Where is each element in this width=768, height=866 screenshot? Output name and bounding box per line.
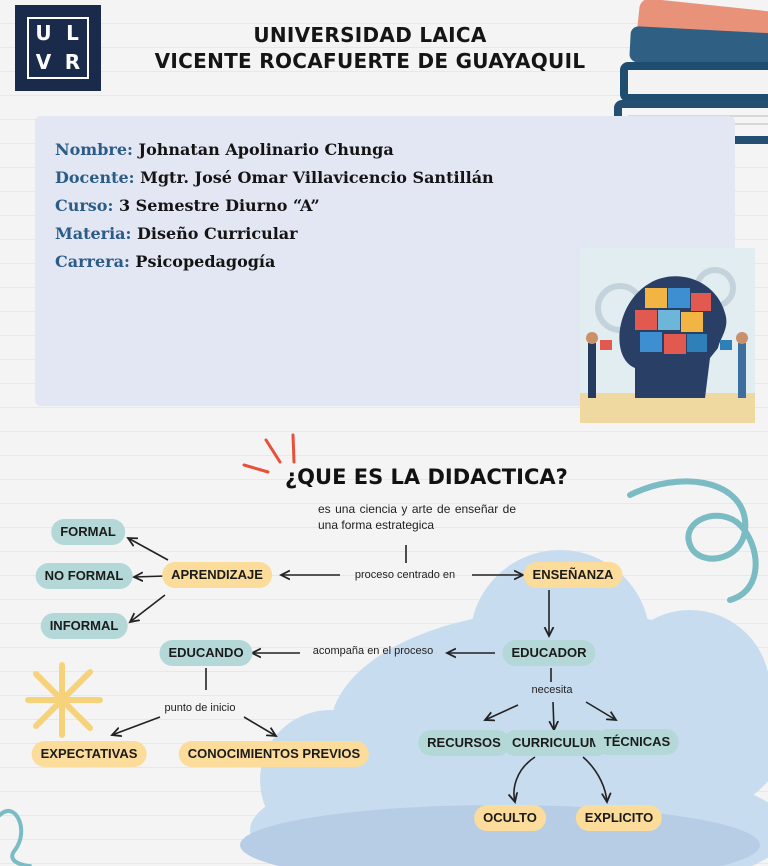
node-recursos: RECURSOS (418, 730, 510, 756)
node-informal: INFORMAL (40, 613, 128, 639)
diagram-title: ¿QUE ES LA DIDACTICA? (285, 465, 568, 489)
definition-text: es una ciencia y arte de enseñar de una … (318, 502, 516, 532)
logo-letter: V (35, 50, 52, 74)
logo-letter: R (64, 50, 81, 74)
accent-marks (242, 433, 296, 474)
node-explicito: EXPLICITO (575, 805, 663, 831)
link-label-proceso: proceso centrado en (354, 569, 456, 581)
node-tecnicas: TÉCNICAS (594, 729, 680, 755)
info-value: Diseño Curricular (137, 224, 298, 243)
logo-letter: L (66, 21, 79, 45)
link-label-acompana: acompaña en el proceso (312, 645, 434, 657)
node-formal: FORMAL (51, 519, 125, 545)
info-key: Curso: (55, 196, 114, 215)
link-label-necesita: necesita (531, 684, 573, 696)
info-row-curso: Curso: 3 Semestre Diurno “A” (55, 196, 320, 215)
swirl-decoration (0, 809, 32, 866)
info-key: Materia: (55, 224, 132, 243)
node-no-formal: NO FORMAL (35, 563, 133, 589)
info-row-materia: Materia: Diseño Curricular (55, 224, 298, 243)
star-burst-decoration (25, 662, 103, 738)
node-oculto: OCULTO (474, 805, 546, 831)
info-row-carrera: Carrera: Psicopedagogía (55, 252, 275, 271)
logo-letter: U (35, 21, 52, 45)
node-educador: EDUCADOR (502, 640, 596, 666)
node-curriculum: CURRICULUM (502, 730, 610, 756)
link-label-punto: punto de inicio (164, 702, 236, 714)
node-aprendizaje: APRENDIZAJE (162, 562, 272, 588)
node-educando: EDUCANDO (159, 640, 253, 666)
university-title: UNIVERSIDAD LAICA VICENTE ROCAFUERTE DE … (130, 22, 610, 74)
info-row-nombre: Nombre: Johnatan Apolinario Chunga (55, 140, 394, 159)
node-ensenanza: ENSEÑANZA (523, 562, 623, 588)
info-row-docente: Docente: Mgtr. José Omar Villavicencio S… (55, 168, 494, 187)
university-logo: U L V R (15, 5, 101, 91)
info-value: Psicopedagogía (135, 252, 276, 271)
info-key: Nombre: (55, 140, 133, 159)
title-line-2: VICENTE ROCAFUERTE DE GUAYAQUIL (154, 49, 586, 73)
node-conocimientos-previos: CONOCIMIENTOS PREVIOS (178, 741, 370, 767)
info-key: Carrera: (55, 252, 130, 271)
info-value: Mgtr. José Omar Villavicencio Santillán (140, 168, 494, 187)
info-key: Docente: (55, 168, 135, 187)
title-line-1: UNIVERSIDAD LAICA (253, 23, 487, 47)
info-value: Johnatan Apolinario Chunga (138, 140, 394, 159)
info-value: 3 Semestre Diurno “A” (118, 196, 320, 215)
puzzle-head-illustration (580, 248, 755, 423)
swirl-decoration (627, 478, 759, 603)
node-expectativas: EXPECTATIVAS (31, 741, 147, 767)
